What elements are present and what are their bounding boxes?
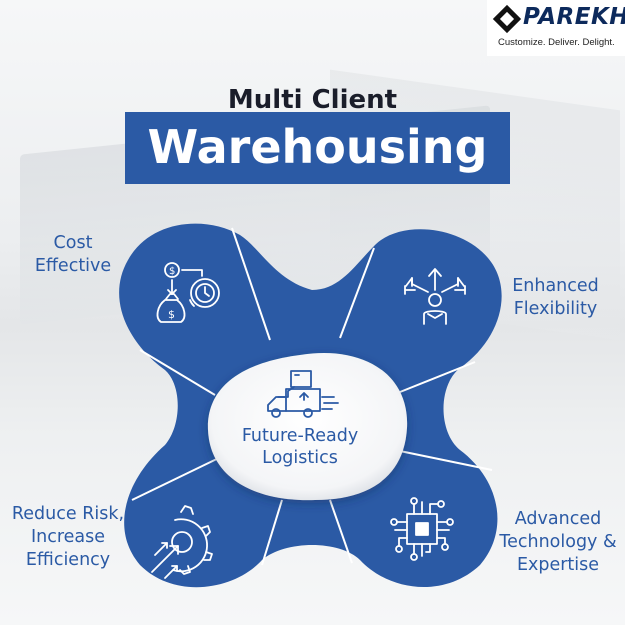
logo-name: PAREKH (523, 4, 625, 30)
chip-circuit-icon (390, 497, 454, 561)
svg-text:$: $ (168, 308, 175, 321)
feature-reduce-risk: Reduce Risk, Increase Efficiency (11, 504, 125, 570)
svg-text:$: $ (169, 266, 175, 277)
title-line-2: Warehousing (125, 112, 510, 184)
feature-cost-effective: Cost Effective (34, 233, 112, 276)
center-label: Future-Ready Logistics (241, 426, 359, 468)
title-line-1: Multi Client (227, 85, 398, 115)
person-arrows-icon (404, 268, 466, 325)
petal-dividers (131, 227, 493, 566)
delivery-truck-icon (267, 370, 339, 418)
logo-tagline: Customize. Deliver. Delight. (498, 37, 615, 48)
money-clock-icon: $ $ (156, 262, 220, 323)
gear-arrows-icon (151, 505, 213, 579)
center-blob (207, 352, 408, 501)
parekh-logo: PAREKH Customize. Deliver. Delight. (487, 0, 625, 56)
feature-enhanced-flexibility: Enhanced Flexibility (512, 276, 599, 319)
feature-advanced-technology: Advanced Technology & Expertise (499, 509, 617, 575)
